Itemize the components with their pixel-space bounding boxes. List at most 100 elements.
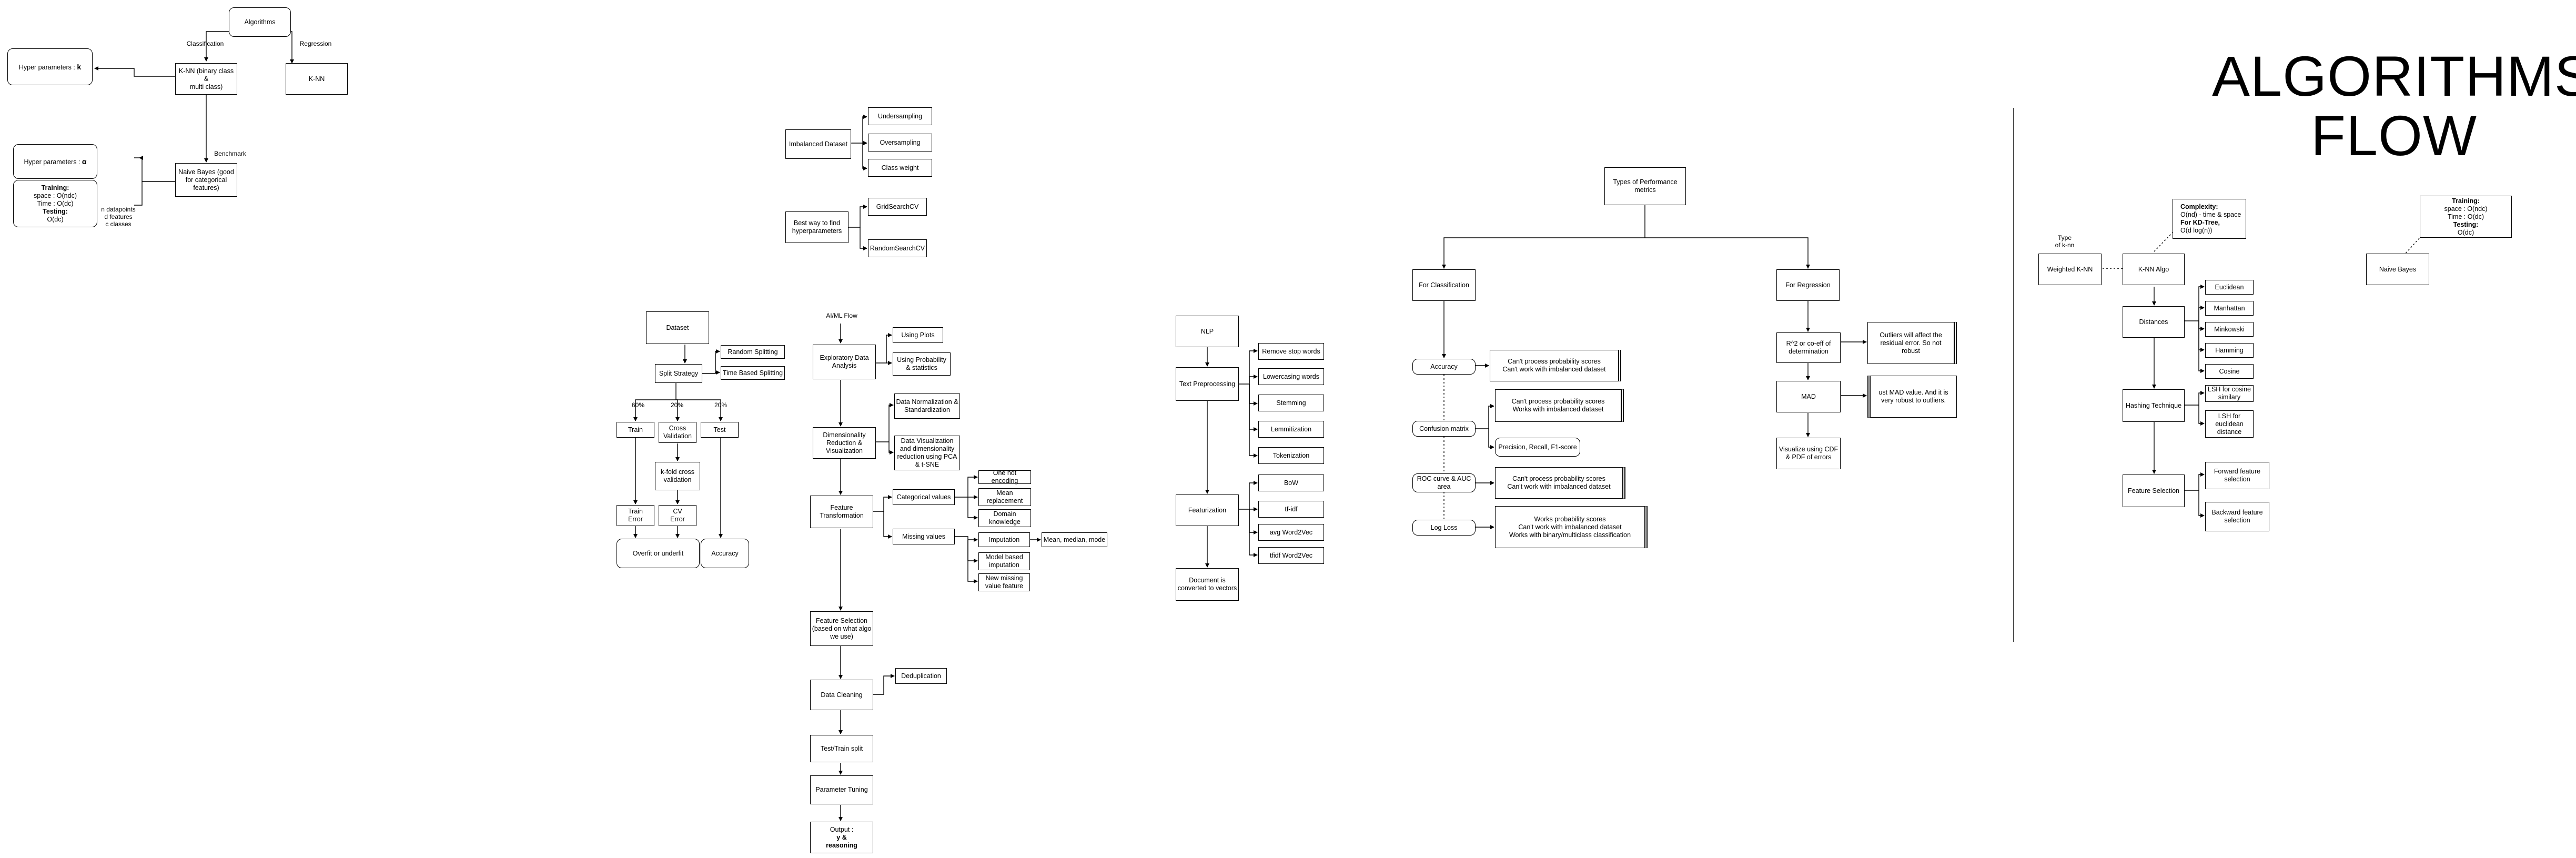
cross-validation-node[interactable]: Cross Validation [659,422,696,443]
roc-note: Can't process probability scores Can't w… [1495,467,1625,499]
log-loss-node[interactable]: Log Loss [1412,520,1476,536]
imputation-node[interactable]: Imputation [978,532,1030,547]
tfidf-w2v-node[interactable]: tfidf Word2Vec [1258,547,1324,564]
train-error-node[interactable]: Train Error [617,505,654,526]
perf-types-node[interactable]: Types of Performance metrics [1604,167,1686,205]
parameter-tuning-node[interactable]: Parameter Tuning [810,775,873,804]
for-classification-node[interactable]: For Classification [1412,269,1476,301]
document-vectors-node[interactable]: Document is converted to vectors [1176,568,1239,601]
remove-stop-node[interactable]: Remove stop words [1258,343,1324,360]
randomsearch-node[interactable]: RandomSearchCV [868,239,927,257]
confusion-matrix-node[interactable]: Confusion matrix [1412,421,1476,437]
type-of-knn-label: Type of k-nn [2055,234,2075,249]
tfidf-node[interactable]: tf-idf [1258,501,1324,518]
normalization-node[interactable]: Data Normalization & Standardization [894,393,960,419]
distances-node[interactable]: Distances [2123,306,2185,338]
cdf-pdf-node[interactable]: Visualize using CDF & PDF of errors [1776,438,1841,469]
minkowski-node[interactable]: Minkowski [2205,322,2254,337]
text-preprocessing-node[interactable]: Text Preprocessing [1176,367,1239,401]
hyperparam-alpha-box[interactable]: Hyper parameters : α [13,144,97,179]
test-train-split-node[interactable]: Test/Train split [810,735,873,762]
featurization-node[interactable]: Featurization [1176,494,1239,526]
forward-selection-node[interactable]: Forward feature selection [2205,462,2269,489]
data-cleaning-node[interactable]: Data Cleaning [810,680,873,710]
new-missing-node[interactable]: New missing value feature [978,573,1030,591]
for-regression-node[interactable]: For Regression [1776,269,1840,301]
mean-median-mode-node[interactable]: Mean, median, mode [1042,532,1107,547]
test-node[interactable]: Test [701,422,739,438]
backward-selection-node[interactable]: Backward feature selection [2205,502,2269,531]
accuracy-note: Can't process probability scores Can't w… [1490,350,1621,381]
r2-note: Outliers will affect the residual error.… [1867,322,1957,364]
missing-values-node[interactable]: Missing values [893,529,955,544]
hamming-node[interactable]: Hamming [2205,343,2254,358]
page-title: ALGORITHMS FLOW [2212,44,2576,168]
dataset-node[interactable]: Dataset [646,311,709,344]
cv-error-node[interactable]: CV Error [659,505,696,526]
split-strategy-node[interactable]: Split Strategy [655,364,702,383]
model-imputation-node[interactable]: Model based imputation [978,552,1030,570]
deduplication-node[interactable]: Deduplication [895,668,947,684]
accuracy-node[interactable]: Accuracy [701,539,749,568]
bow-node[interactable]: BoW [1258,475,1324,491]
onehot-node[interactable]: One hot encoding [978,469,1031,484]
using-plots-node[interactable]: Using Plots [893,327,943,343]
lsh-cosine-node[interactable]: LSH for cosine similary [2205,385,2254,402]
visualization-node[interactable]: Data Visualization and dimensionality re… [894,436,960,470]
categorical-node[interactable]: Categorical values [893,489,955,505]
oversampling-node[interactable]: Oversampling [868,134,932,152]
feature-selection-node[interactable]: Feature Selection (based on what algo we… [810,611,873,646]
eda-node[interactable]: Exploratory Data Analysis [813,345,876,379]
using-prob-node[interactable]: Using Probability & statistics [893,352,951,376]
knn-feature-selection-node[interactable]: Feature Selection [2123,475,2185,507]
best-way-node[interactable]: Best way to find hyperparameters [785,211,848,243]
lowercasing-node[interactable]: Lowercasing words [1258,368,1324,385]
mad-note: ust MAD value. And it is very robust to … [1867,376,1957,418]
gridsearch-node[interactable]: GridSearchCV [868,198,927,216]
hyperparam-k-box[interactable]: Hyper parameters : k [7,48,93,85]
feature-transformation-node[interactable]: Feature Transformation [810,496,873,528]
weighted-knn-node[interactable]: Weighted K-NN [2038,254,2102,285]
hashing-node[interactable]: Hashing Technique [2123,389,2185,422]
classification-label: Classification [186,40,224,47]
nb-notes-label: n datapoints d features c classes [101,206,136,228]
knn-regression-node[interactable]: K-NN [286,63,348,95]
lsh-euclidean-node[interactable]: LSH for euclidean distance [2205,410,2254,438]
mad-node[interactable]: MAD [1776,381,1841,412]
domain-knowledge-node[interactable]: Domain knowledge [978,509,1031,527]
nlp-node[interactable]: NLP [1176,316,1239,347]
time-based-node[interactable]: Time Based Splitting [721,366,785,380]
euclidean-node[interactable]: Euclidean [2205,280,2254,295]
avg-w2v-node[interactable]: avg Word2Vec [1258,524,1324,541]
roc-auc-node[interactable]: ROC curve & AUC area [1412,473,1476,492]
output-node[interactable]: Output :y & reasoning [810,822,873,853]
naive-bayes-node[interactable]: Naive Bayes (good for categorical featur… [175,163,237,197]
tokenization-node[interactable]: Tokenization [1258,447,1324,464]
algorithms-node[interactable]: Algorithms [229,7,291,37]
cosine-node[interactable]: Cosine [2205,364,2254,379]
train-node[interactable]: Train [617,422,654,438]
imbalanced-node[interactable]: Imbalanced Dataset [785,129,851,159]
undersampling-node[interactable]: Undersampling [868,107,932,125]
training-testing-box[interactable]: Training:space : O(ndc) Time : O(dc)Test… [13,180,97,227]
lemmatization-node[interactable]: Lemmitization [1258,421,1324,438]
confusion-note: Can't process probability scores Works w… [1495,389,1624,422]
kfold-node[interactable]: k-fold cross validation [655,462,700,490]
overfit-node[interactable]: Overfit or underfit [617,539,700,568]
knn-binary-node[interactable]: K-NN (binary class & multi class) [175,63,237,95]
stemming-node[interactable]: Stemming [1258,395,1324,411]
prf-node[interactable]: Precision, Recall, F1-score [1495,438,1580,457]
class-weight-node[interactable]: Class weight [868,159,932,177]
nb-right-node[interactable]: Naive Bayes [2366,254,2429,285]
r2-node[interactable]: R^2 or co-eff of determination [1776,332,1841,363]
dim-red-node[interactable]: Dimensionality Reduction & Visualization [813,427,876,459]
mean-replacement-node[interactable]: Mean replacement [978,488,1031,506]
random-splitting-node[interactable]: Random Splitting [721,345,785,359]
aiml-flow-label: AI/ML Flow [826,312,857,319]
accuracy-metric-node[interactable]: Accuracy [1412,359,1476,375]
manhattan-node[interactable]: Manhattan [2205,301,2254,316]
benchmark-label: Benchmark [214,150,246,157]
knn-algo-node[interactable]: K-NN Algo [2123,254,2185,285]
